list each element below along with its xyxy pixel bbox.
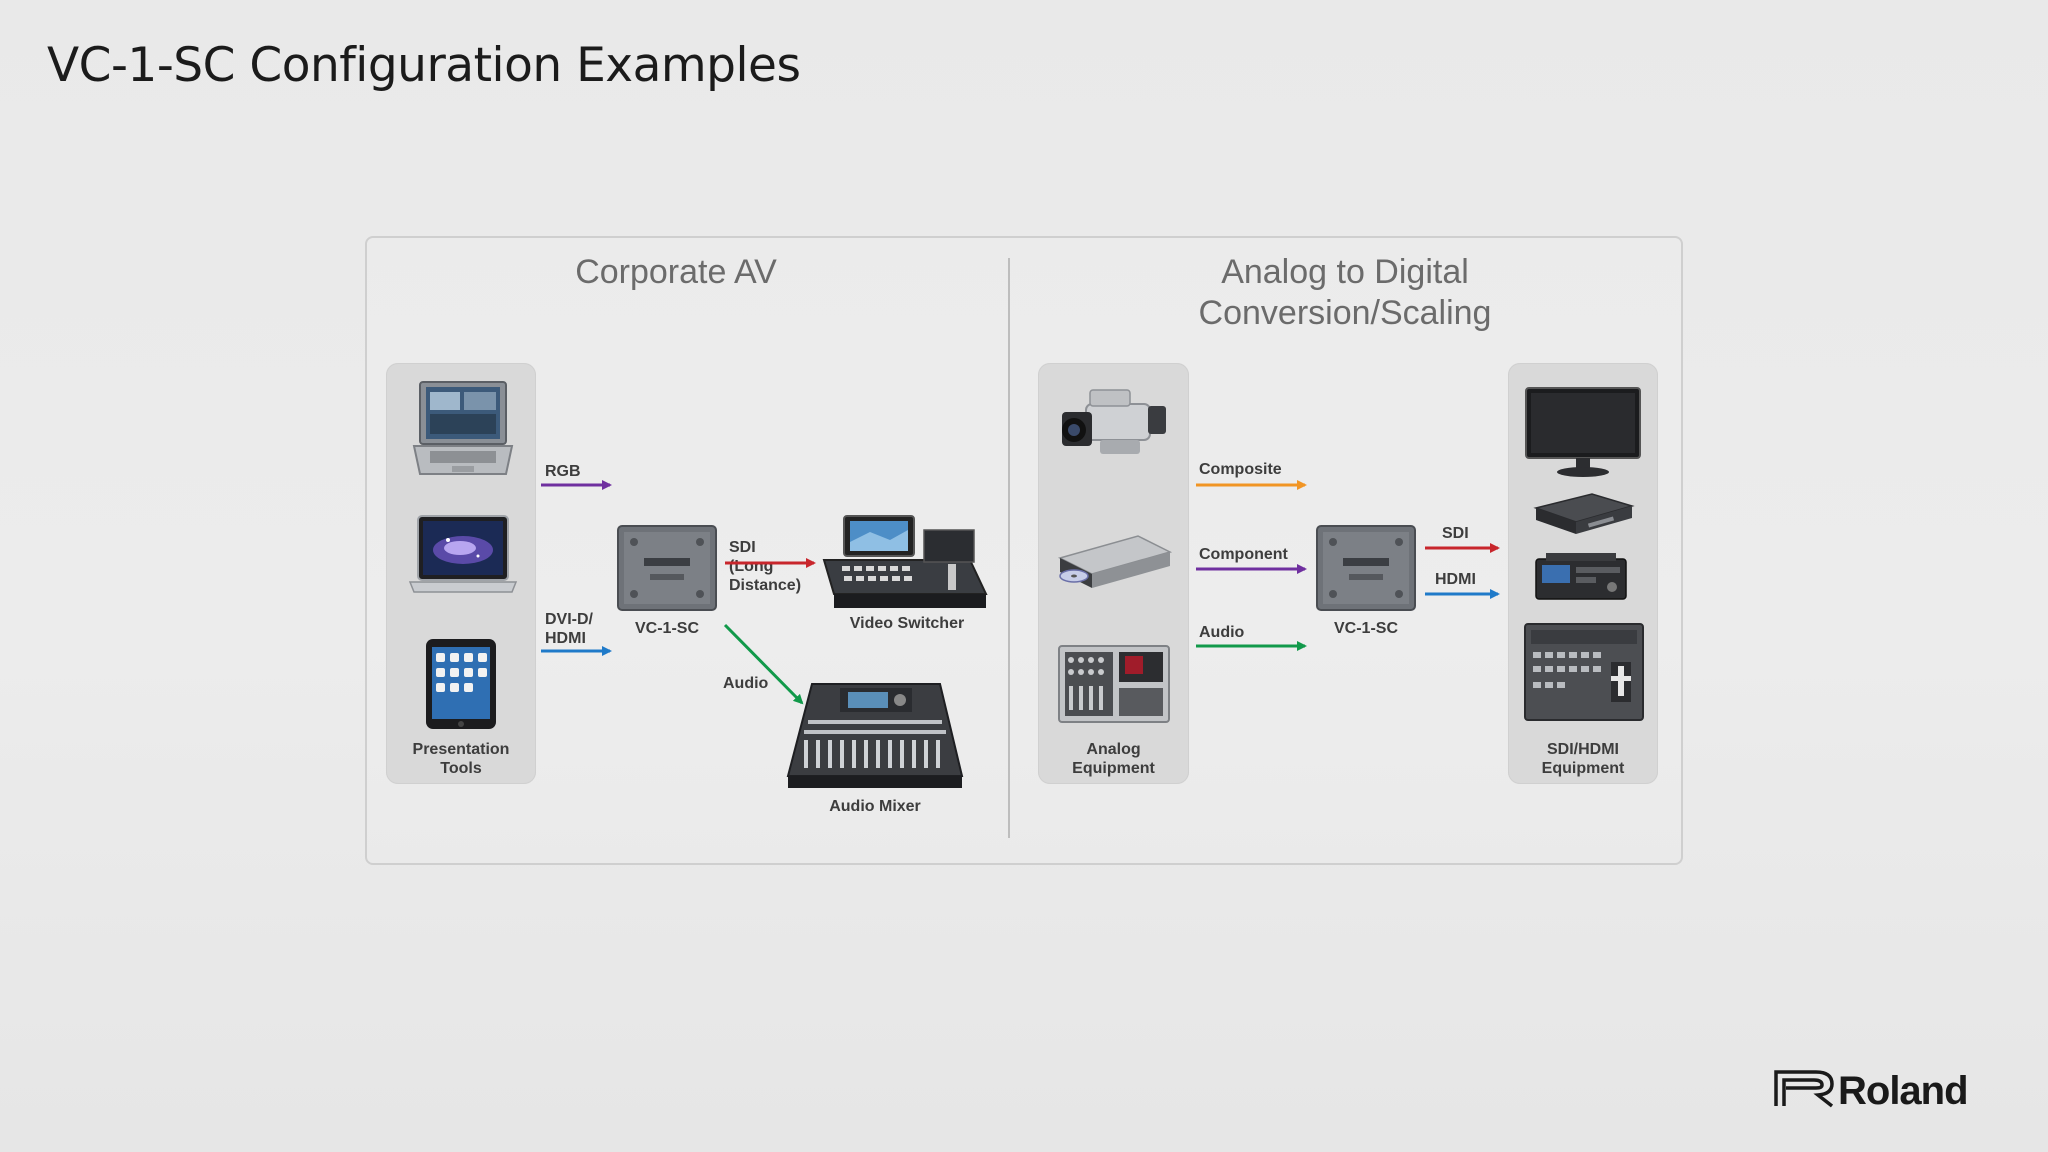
section-divider bbox=[1008, 258, 1010, 838]
roland-logo: Roland bbox=[1774, 1069, 1969, 1110]
vc-1-sc-converter bbox=[1316, 525, 1416, 611]
analog-hdmi-label: HDMI bbox=[1435, 571, 1476, 588]
audio-mixer-label: Audio Mixer bbox=[829, 798, 921, 815]
switcher-icon bbox=[1524, 623, 1644, 721]
deck-icon bbox=[1535, 553, 1627, 600]
camcorder-icon bbox=[1062, 389, 1166, 454]
page-title: VC-1-SC Configuration Examples bbox=[47, 38, 801, 93]
analog-equipment-label: Analog Equipment bbox=[1072, 741, 1155, 777]
audio-mixer-icon bbox=[786, 683, 964, 788]
component-label: Component bbox=[1199, 546, 1288, 563]
analog-section-title: Analog to Digital Conversion/Scaling bbox=[1198, 253, 1492, 332]
video-switcher-label: Video Switcher bbox=[849, 615, 965, 632]
tablet-icon bbox=[426, 639, 496, 729]
diagram-frame bbox=[365, 236, 1683, 865]
vc-1-sc-converter bbox=[617, 525, 717, 611]
video-switcher-icon bbox=[822, 515, 988, 608]
analog-sdi-label: SDI bbox=[1442, 525, 1469, 542]
recorder-icon bbox=[1533, 493, 1635, 534]
macbook-icon bbox=[408, 515, 518, 593]
presentation-tools-label: Presentation Tools bbox=[412, 741, 510, 777]
dvi-hdmi-label: DVI-D/ HDMI bbox=[545, 611, 593, 647]
analog-mixer-icon bbox=[1058, 645, 1170, 723]
analog-converter-label: VC-1-SC bbox=[1333, 620, 1398, 637]
dvd-player-icon bbox=[1057, 535, 1173, 588]
laptop-icon bbox=[412, 381, 514, 475]
analog-audio-label: Audio bbox=[1199, 624, 1245, 641]
corporate-audio-label: Audio bbox=[723, 675, 769, 692]
corporate-converter-label: VC-1-SC bbox=[634, 620, 699, 637]
composite-label: Composite bbox=[1199, 461, 1282, 478]
sdi-hdmi-equipment-label: SDI/HDMI Equipment bbox=[1541, 741, 1625, 777]
monitor-icon bbox=[1525, 387, 1641, 477]
audio-output-arrow bbox=[723, 623, 804, 705]
roland-wordmark: Roland bbox=[1838, 1069, 1968, 1110]
corporate-section-title: Corporate AV bbox=[575, 253, 777, 291]
rgb-label: RGB bbox=[545, 463, 581, 480]
